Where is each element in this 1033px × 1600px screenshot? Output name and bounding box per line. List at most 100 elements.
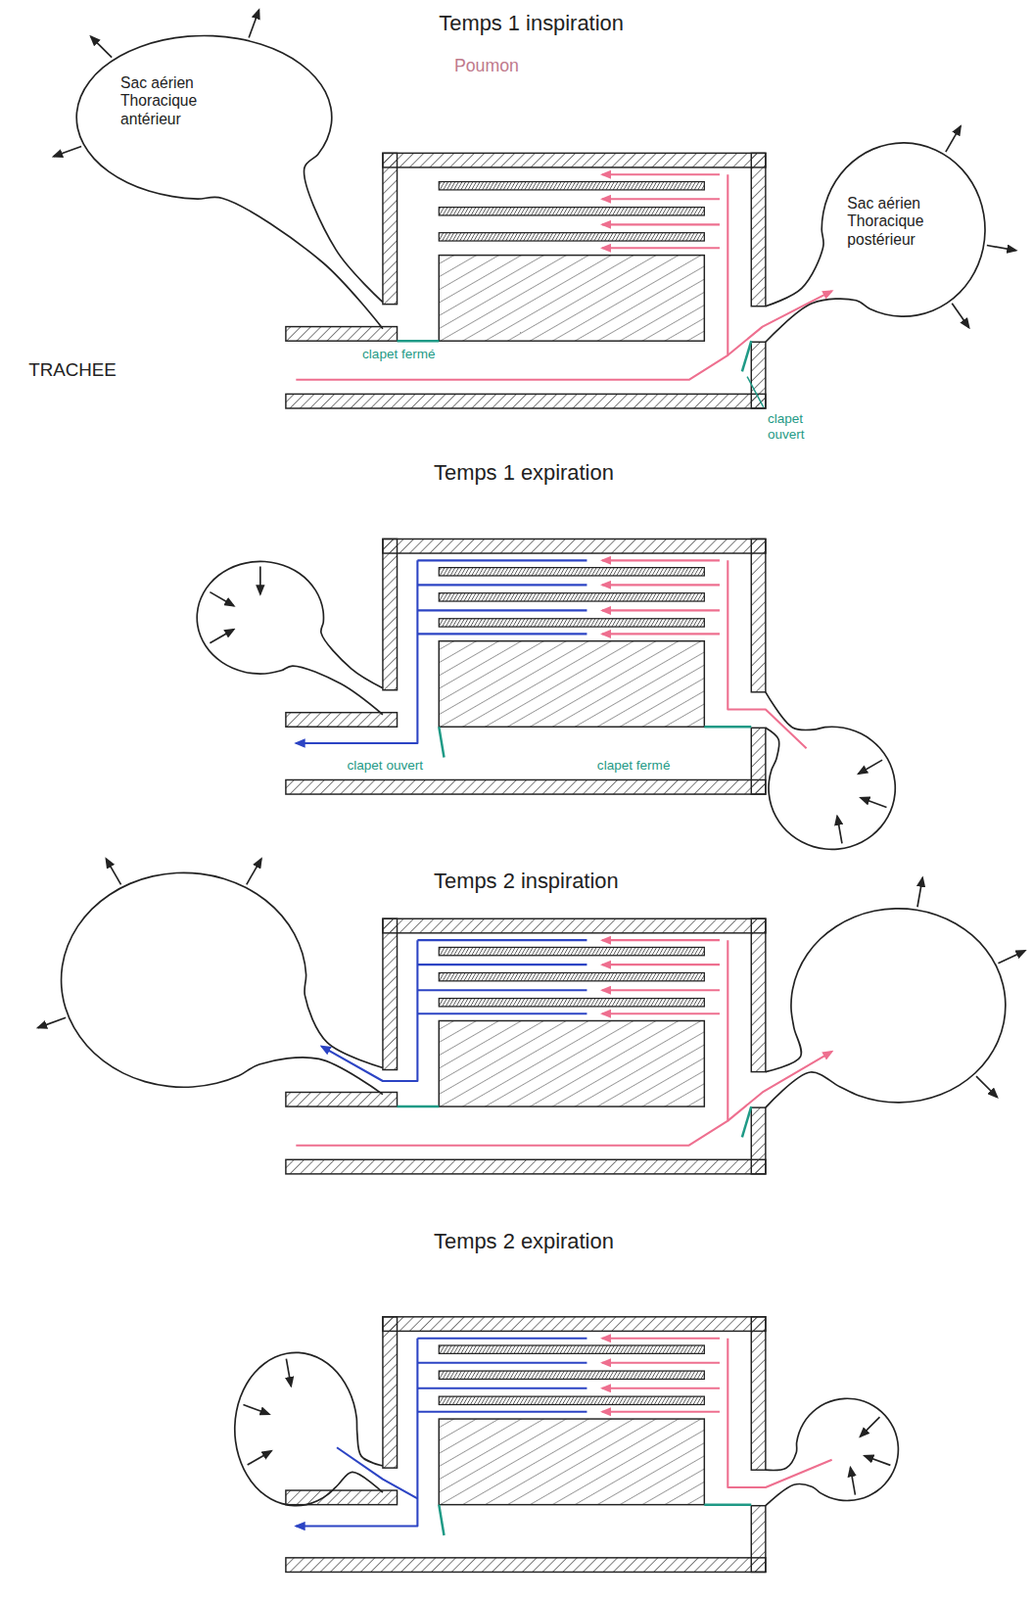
pressure-arrow — [858, 759, 883, 774]
lung-housing — [285, 1316, 833, 1573]
air-sac: Sac aérien Thoracique antérieur — [71, 30, 390, 334]
hatched-wall — [751, 727, 766, 795]
hatched-wall — [751, 538, 766, 692]
parabronchus — [438, 207, 705, 216]
phase-title: Temps 1 inspiration — [438, 9, 624, 36]
hatched-wall — [751, 1316, 766, 1470]
pressure-arrow — [997, 950, 1025, 964]
pressure-arrow — [242, 1405, 269, 1415]
lung-region: Poumon — [382, 152, 766, 409]
sac-name: Sac aérien Thoracique antérieur — [120, 73, 219, 129]
pressure-arrow — [951, 303, 969, 329]
hatched-wall — [285, 779, 766, 795]
valve — [704, 1502, 752, 1506]
fresh-air-flow — [602, 939, 720, 941]
pressure-arrow — [864, 1455, 891, 1466]
fresh-air-flow — [602, 1337, 720, 1340]
label-holder: clapet fermé — [597, 757, 671, 774]
valve-label: clapet ouvert — [767, 410, 827, 443]
parabronchus — [438, 946, 705, 955]
pressure-arrow — [860, 798, 887, 808]
label-holder: Temps 1 inspiration — [438, 9, 624, 36]
stale-air-flow — [417, 632, 587, 635]
air-sac-outline — [765, 142, 986, 342]
fresh-air-flow — [602, 988, 720, 991]
valve — [742, 340, 752, 372]
hatched-wall — [751, 1107, 766, 1174]
text-holder: Sac aérien Thoracique antérieur — [120, 73, 219, 129]
fresh-air-flow — [295, 174, 728, 380]
fresh-air-flow — [602, 609, 720, 611]
fresh-air-flow — [602, 197, 720, 200]
label-holder: TRACHEE — [28, 359, 117, 382]
fresh-air-flow — [602, 632, 720, 635]
label-holder: Temps 2 expiration — [433, 1227, 614, 1254]
parabronchus — [438, 998, 705, 1007]
air-sac-outline — [765, 692, 895, 850]
fresh-air-flow — [602, 1012, 720, 1015]
hatched-wall — [285, 712, 398, 728]
hatched-wall — [285, 327, 398, 342]
valve — [438, 726, 444, 757]
stale-air-flow — [417, 1387, 587, 1390]
pressure-arrow — [105, 858, 121, 885]
valve — [397, 1105, 440, 1109]
pressure-arrow — [917, 877, 923, 907]
stale-air-flow — [417, 1410, 587, 1413]
pressure-arrow — [986, 244, 1017, 250]
hatched-wall — [382, 152, 766, 168]
label-holder: clapet ouvert — [346, 757, 423, 774]
pressure-arrow — [285, 1359, 291, 1387]
lung-tissue-block — [438, 641, 705, 728]
pressure-arrow — [209, 592, 234, 607]
valve-label: clapet fermé — [362, 345, 436, 362]
text-holder: Sac aérien Thoracique postérieur — [846, 193, 941, 249]
pressure-arrow — [850, 1467, 856, 1496]
sac-name: Sac aérien Thoracique postérieur — [846, 193, 941, 249]
fresh-air-flow — [602, 246, 720, 249]
hatched-wall — [751, 1505, 766, 1573]
lung-tissue-block — [438, 1418, 705, 1505]
hatched-wall — [382, 538, 398, 690]
hatched-wall — [285, 1159, 766, 1174]
pressure-arrow — [259, 566, 262, 595]
air-sac-outline — [765, 908, 1006, 1108]
parabronchus — [438, 593, 705, 602]
stale-air-flow — [417, 559, 587, 562]
fresh-air-flow — [602, 1387, 720, 1390]
pressure-arrow — [837, 816, 843, 845]
leader-line — [747, 376, 764, 408]
hatched-wall — [382, 152, 398, 304]
hatched-wall — [382, 918, 398, 1070]
fresh-air-flow — [602, 223, 720, 226]
parabronchus — [438, 618, 705, 627]
pressure-arrow — [91, 36, 112, 57]
pressure-arrow — [976, 1076, 997, 1097]
fresh-air-flow — [602, 1410, 720, 1413]
valve — [438, 1504, 444, 1536]
phase-title: Temps 2 inspiration — [433, 867, 619, 893]
hatched-wall — [285, 393, 766, 409]
phase-title: Temps 1 expiration — [433, 459, 614, 485]
pressure-arrow — [945, 126, 961, 152]
lung-tissue-block — [438, 1021, 705, 1108]
stale-air-flow — [417, 939, 587, 941]
lung-housing — [285, 918, 833, 1174]
parabronchus — [438, 1345, 705, 1354]
label-holder: clapet ouvert — [767, 410, 827, 443]
parabronchus — [438, 973, 705, 982]
fresh-air-flow — [295, 939, 728, 1146]
pressure-arrow — [248, 9, 259, 38]
hatched-wall — [382, 918, 766, 934]
valve — [742, 1106, 752, 1137]
hatched-wall — [285, 1091, 398, 1107]
hatched-wall — [382, 1316, 766, 1332]
valve-label: clapet fermé — [597, 757, 671, 774]
hatched-wall — [285, 1557, 766, 1573]
pressure-arrow — [209, 629, 234, 644]
parabronchus — [438, 182, 705, 190]
air-sac-outline — [76, 35, 383, 329]
fresh-air-flow — [602, 963, 720, 966]
fresh-air-flow — [602, 173, 720, 176]
part-label: TRACHEE — [28, 359, 117, 382]
